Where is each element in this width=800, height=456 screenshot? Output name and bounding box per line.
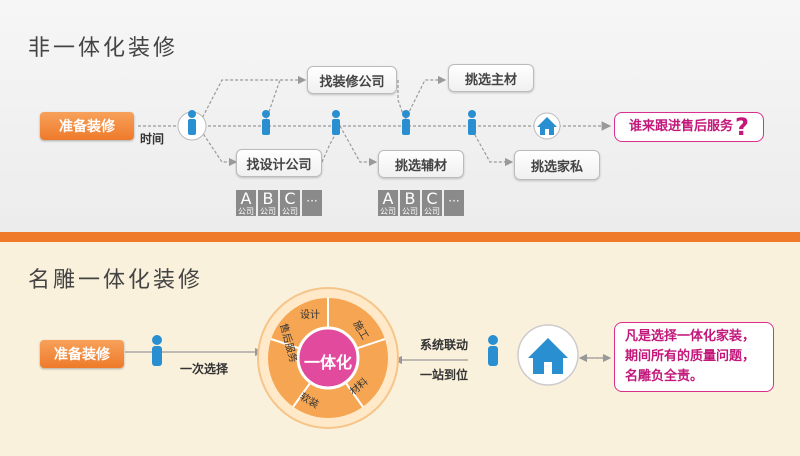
question-mark-icon: ? — [735, 113, 749, 141]
person-icon — [262, 110, 270, 135]
more-dots: ··· — [302, 190, 322, 216]
person-icon — [402, 110, 410, 135]
person-icon — [332, 110, 340, 135]
sync-top-label: 系统联动 — [420, 338, 469, 352]
sync-bottom-label: 一站到位 — [420, 368, 469, 382]
bottom-title: 名雕一体化装修 — [28, 268, 204, 293]
after-sales-question-box: 谁来跟进售后服务 ? — [614, 112, 764, 142]
person-icon — [152, 335, 162, 366]
section-divider — [0, 232, 800, 242]
more-dots: ··· — [444, 190, 464, 216]
prepare-renovation-button-bottom[interactable]: 准备装修 — [40, 340, 124, 368]
find-company-box: 找装修公司 — [307, 66, 397, 94]
house-icon-top — [533, 112, 561, 140]
after-sales-question-text: 谁来跟进售后服务 — [629, 119, 734, 134]
integration-wheel — [257, 287, 399, 429]
wheel-segment-design: 设计 — [300, 310, 320, 321]
house-icon-bottom — [517, 324, 579, 386]
one-choice-label: 一次选择 — [180, 362, 229, 376]
choose-aux-material-box: 挑选辅材 — [378, 150, 464, 178]
top-title: 非一体化装修 — [28, 36, 179, 61]
prepare-renovation-button-top[interactable]: 准备装修 — [40, 112, 134, 140]
responsibility-box: 凡是选择一体化家装， 期间所有的质量问题， 名雕负全责。 — [614, 322, 774, 392]
responsibility-line-3: 名雕负全责。 — [625, 369, 704, 384]
choose-furniture-box: 挑选家私 — [514, 150, 600, 180]
person-icon — [468, 110, 476, 135]
responsibility-line-1: 凡是选择一体化家装， — [625, 329, 756, 344]
wheel-center-label: 一体化 — [303, 353, 352, 372]
find-design-box: 找设计公司 — [236, 149, 322, 177]
responsibility-line-2: 期间所有的质量问题， — [625, 349, 756, 364]
person-icon — [177, 110, 207, 141]
time-label: 时间 — [140, 132, 165, 146]
person-icon — [488, 335, 498, 366]
choose-main-material-box: 挑选主材 — [448, 64, 534, 92]
